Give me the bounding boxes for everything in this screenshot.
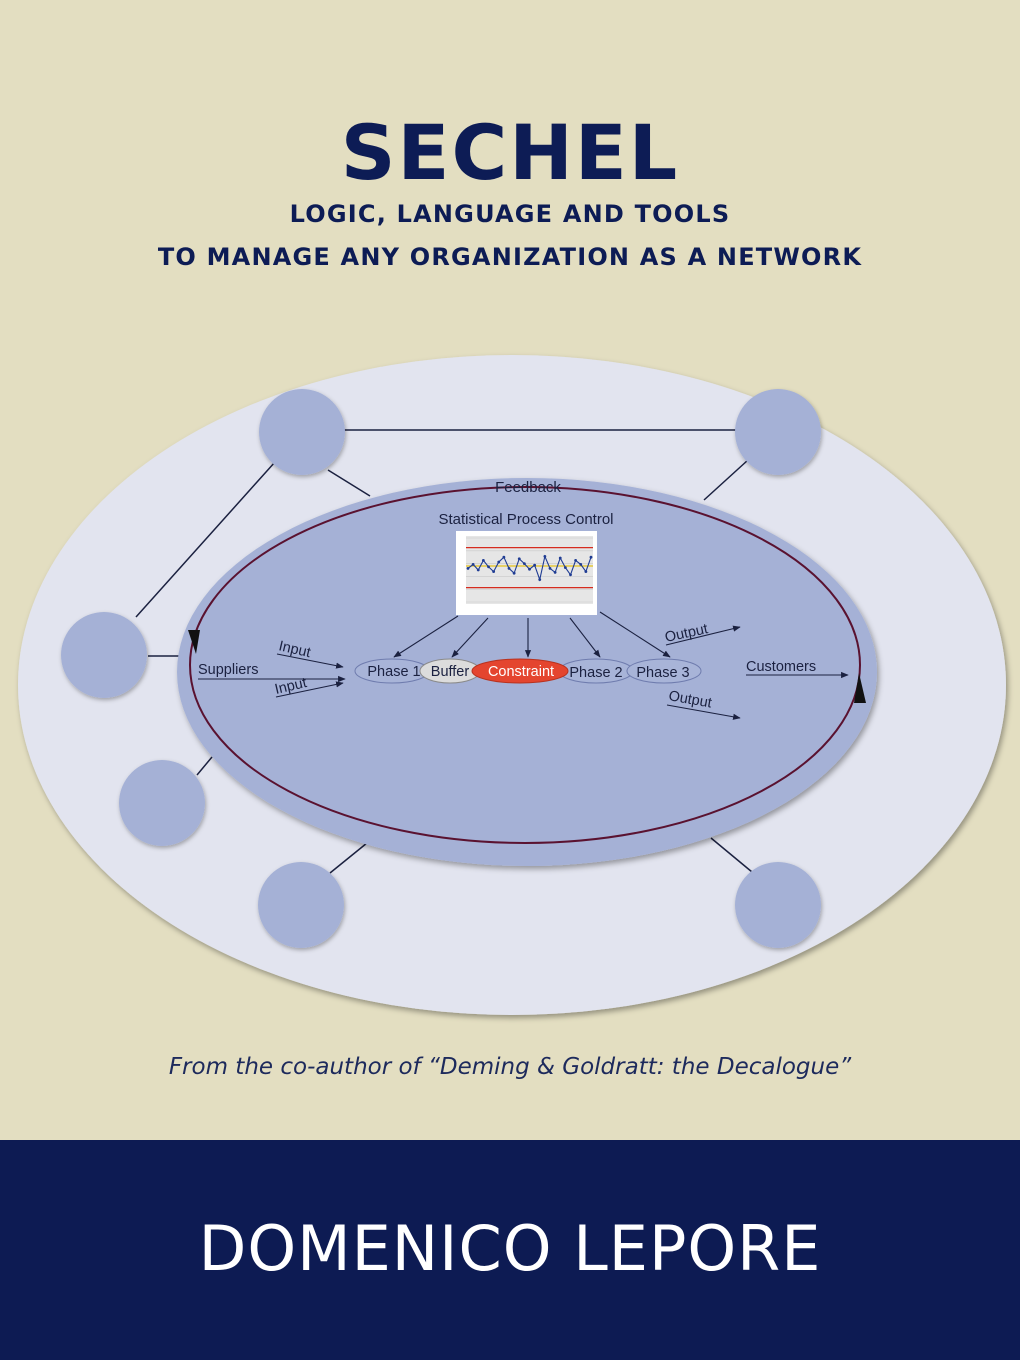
spc-data-point bbox=[533, 563, 537, 567]
spc-data-point bbox=[497, 560, 501, 564]
spc-data-point bbox=[538, 578, 542, 581]
phase-3-label: Phase 3 bbox=[636, 665, 689, 681]
output-top-arrow bbox=[665, 625, 741, 646]
phase-3-node bbox=[626, 658, 702, 684]
spc-data-point bbox=[507, 567, 511, 570]
suppliers-label: Suppliers bbox=[198, 662, 258, 678]
phase-2-label: Phase 2 bbox=[569, 665, 622, 681]
feedback-label: Feedback bbox=[495, 479, 561, 496]
spc-data-point bbox=[558, 556, 562, 560]
tagline: From the co-author of “Deming & Goldratt… bbox=[168, 1054, 852, 1080]
buffer-label: Buffer bbox=[431, 664, 470, 680]
spc-data-point bbox=[517, 557, 521, 561]
subtitle-line-2: TO MANAGE ANY ORGANIZATION AS A NETWORK bbox=[157, 243, 863, 271]
input-bottom-arrow bbox=[275, 681, 344, 698]
feedback-arrowhead-left bbox=[188, 630, 200, 654]
node-bottom-right bbox=[735, 862, 821, 948]
phase-1-label: Phase 1 bbox=[367, 664, 420, 680]
spc-data-point bbox=[502, 555, 506, 559]
spc-data-point bbox=[487, 565, 490, 569]
spc-data-point bbox=[553, 571, 557, 574]
input-top-arrow bbox=[276, 653, 344, 669]
node-lower-left bbox=[119, 760, 205, 846]
spc-data-point bbox=[589, 555, 593, 559]
constraint-node bbox=[471, 658, 569, 684]
spc-data-point bbox=[522, 562, 526, 565]
spc-data-point bbox=[543, 555, 547, 558]
subtitle-line-1: LOGIC, LANGUAGE AND TOOLS bbox=[289, 200, 731, 228]
network-nodes bbox=[61, 389, 821, 948]
spc-data-point bbox=[569, 573, 572, 577]
spc-data-point bbox=[512, 571, 516, 575]
spc-data-point bbox=[481, 559, 485, 562]
spc-data-points bbox=[466, 555, 593, 581]
spc-data-point bbox=[584, 570, 588, 573]
process-chain: Phase 1 Buffer Constraint Phase 2 Phase … bbox=[354, 658, 702, 684]
spc-arrows bbox=[393, 611, 671, 658]
spc-chart bbox=[456, 531, 597, 615]
spc-data-point bbox=[492, 570, 496, 573]
customers-label: Customers bbox=[746, 659, 816, 675]
constraint-label: Constraint bbox=[488, 664, 554, 680]
spc-data-point bbox=[528, 567, 531, 571]
spc-data-point bbox=[466, 567, 470, 570]
spc-data-point bbox=[548, 567, 552, 570]
node-left bbox=[61, 612, 147, 698]
output-bottom-arrow bbox=[666, 704, 741, 720]
spc-data-point bbox=[574, 559, 578, 562]
spc-data-point bbox=[563, 566, 567, 569]
author-name: DOMENICO LEPORE bbox=[198, 1212, 822, 1285]
spc-label: Statistical Process Control bbox=[438, 511, 613, 528]
feedback-arrowhead-right bbox=[854, 673, 866, 703]
feedback-loop bbox=[189, 486, 861, 844]
node-top-left bbox=[259, 389, 345, 475]
spc-gridlines bbox=[466, 537, 593, 603]
spc-data-point bbox=[476, 568, 480, 572]
author-band bbox=[0, 1140, 1020, 1360]
spc-data-point bbox=[579, 563, 583, 566]
spc-data-point bbox=[471, 563, 475, 566]
output-bottom-label: Output bbox=[667, 688, 713, 711]
node-bottom-left bbox=[258, 862, 344, 948]
node-top-right bbox=[735, 389, 821, 475]
book-title: SECHEL bbox=[340, 108, 680, 197]
network-links bbox=[135, 429, 753, 874]
network-diagram: Feedback Statistical Process Control bbox=[18, 355, 1006, 1015]
